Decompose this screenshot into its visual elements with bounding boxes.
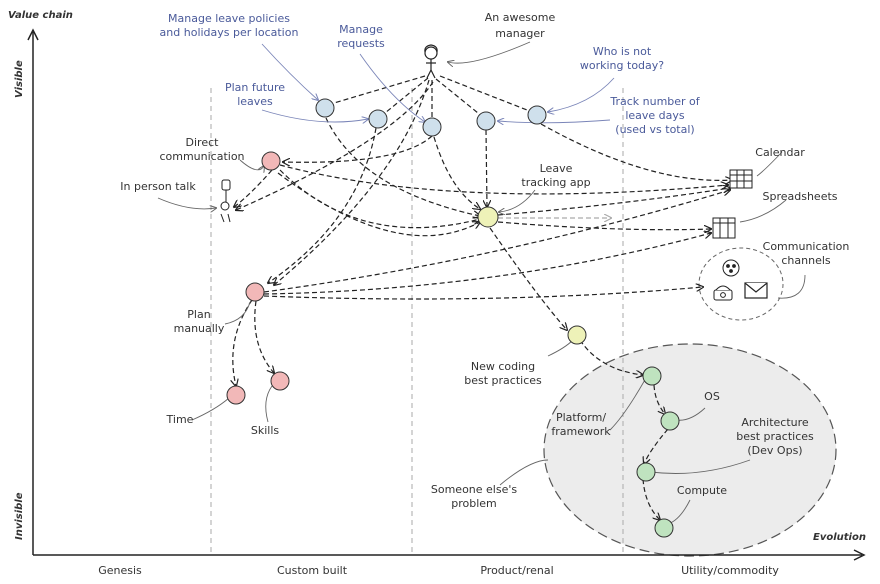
component-nodes: [226, 98, 680, 538]
label-policies-1: Manage leave policies: [168, 12, 290, 25]
stage-product: Product/renal: [480, 564, 553, 577]
label-coding-2: best practices: [464, 374, 542, 387]
label-comm-1: Communication: [763, 240, 850, 253]
spreadsheet-icon: [712, 217, 736, 239]
label-spreadsheets: Spreadsheets: [762, 190, 837, 203]
node-plan-future-leaves: [368, 109, 388, 129]
x-axis-title: Evolution: [813, 532, 866, 543]
label-leave-app-2: tracking app: [521, 176, 590, 189]
label-someone-1: Someone else's: [431, 483, 518, 496]
component-labels: An awesome manager Manage leave policies…: [120, 11, 849, 510]
node-new-coding-best-practices: [567, 325, 587, 345]
label-someone-2: problem: [451, 497, 497, 510]
y-axis-top-label: Visible: [14, 60, 25, 98]
label-comm-2: channels: [781, 254, 831, 267]
telephone-icon: [713, 285, 733, 301]
node-time: [226, 385, 246, 405]
node-platform-framework: [642, 366, 662, 386]
node-direct-communication: [261, 151, 281, 171]
label-plan-future-2: leaves: [237, 95, 273, 108]
label-arch-1: Architecture: [741, 416, 809, 429]
dependency-links: [233, 75, 732, 520]
outsourced-cluster: [543, 343, 837, 557]
label-direct-2: communication: [159, 150, 244, 163]
label-skills: Skills: [251, 424, 280, 437]
node-os: [660, 411, 680, 431]
label-os: OS: [704, 390, 720, 403]
label-plan-manual-2: manually: [174, 322, 225, 335]
calendar-icon: [729, 169, 753, 189]
label-plan-manual-1: Plan: [187, 308, 210, 321]
label-manager-2: manager: [495, 27, 545, 40]
node-manage-requests: [422, 117, 442, 137]
label-direct-1: Direct: [186, 136, 220, 149]
label-plan-future-1: Plan future: [225, 81, 285, 94]
stage-custom-built: Custom built: [277, 564, 348, 577]
label-requests-2: requests: [337, 37, 385, 50]
label-policies-2: and holidays per location: [160, 26, 299, 39]
label-arch-3: (Dev Ops): [747, 444, 802, 457]
node-architecture: [636, 462, 656, 482]
axes: [27, 28, 866, 561]
node-who-not-working: [527, 105, 547, 125]
envelope-icon: [744, 282, 768, 299]
label-leave-app-1: Leave: [540, 162, 573, 175]
label-platform-2: framework: [551, 425, 611, 438]
node-track-leave-days: [476, 111, 496, 131]
node-leave-tracking-app: [477, 206, 499, 228]
node-skills: [270, 371, 290, 391]
node-plan-manually: [245, 282, 265, 302]
chat-icon: [722, 259, 740, 277]
label-who-2: working today?: [580, 59, 664, 72]
label-platform-1: Platform/: [556, 411, 606, 424]
stick-figure-icon: [424, 44, 438, 79]
node-manage-policies: [315, 98, 335, 118]
label-compute: Compute: [677, 484, 727, 497]
label-arch-2: best practices: [736, 430, 814, 443]
label-manager-1: An awesome: [485, 11, 556, 24]
label-calendar: Calendar: [755, 146, 805, 159]
label-coding-1: New coding: [471, 360, 535, 373]
label-in-person: In person talk: [120, 180, 196, 193]
node-compute: [654, 518, 674, 538]
y-axis-bottom-label: Invisible: [14, 492, 25, 540]
stage-utility: Utility/commodity: [681, 564, 779, 577]
label-requests-1: Manage: [339, 23, 383, 36]
label-track-3: (used vs total): [615, 123, 694, 136]
person-talk-icon: [220, 179, 231, 223]
communication-channels-group: [698, 247, 784, 321]
label-time: Time: [166, 413, 194, 426]
label-track-1: Track number of: [609, 95, 700, 108]
label-who-1: Who is not: [593, 45, 652, 58]
label-track-2: leave days: [625, 109, 685, 122]
stage-dividers: [210, 88, 624, 554]
stage-genesis: Genesis: [98, 564, 142, 577]
y-axis-title: Value chain: [8, 10, 73, 21]
